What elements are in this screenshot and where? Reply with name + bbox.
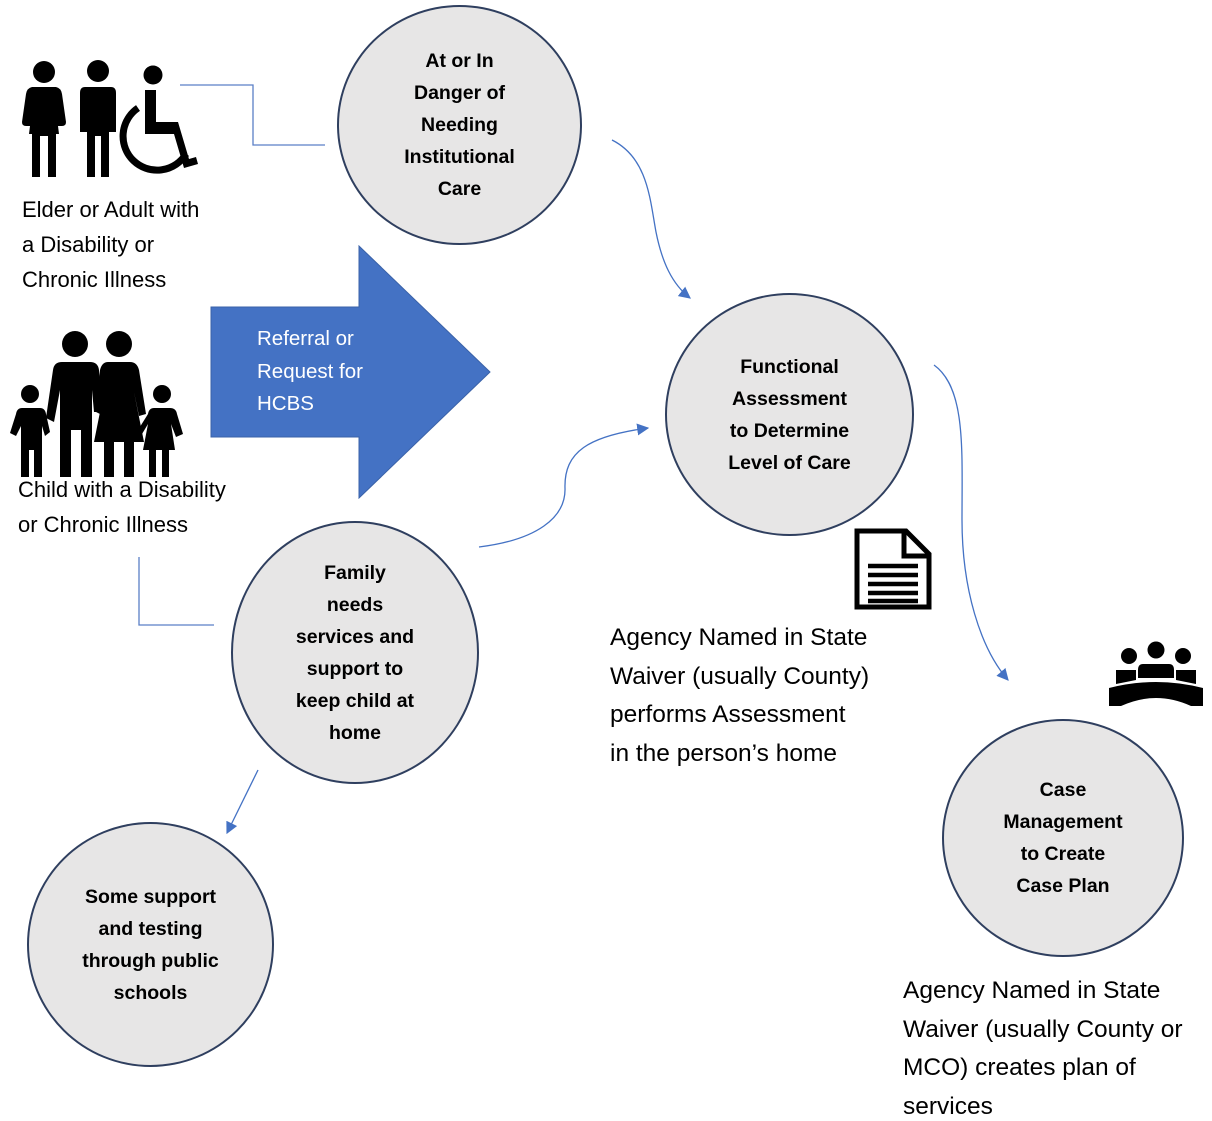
node-institutional-care-label: At or In Danger of Needing Institutional… bbox=[404, 50, 515, 200]
node-functional-assessment: Functional Assessment to Determine Level… bbox=[665, 293, 914, 536]
assessment-to-case-management-arrow bbox=[933, 364, 1009, 681]
node-functional-assessment-label: Functional Assessment to Determine Level… bbox=[728, 355, 851, 474]
adult-to-institutional-line bbox=[180, 84, 325, 146]
node-family-needs-label: Family needs services and support to kee… bbox=[295, 561, 415, 744]
node-public-schools: Some support and testing through public … bbox=[27, 822, 274, 1067]
child-caption: Child with a Disability or Chronic Illne… bbox=[18, 477, 226, 537]
family-to-assessment-arrow bbox=[478, 423, 650, 548]
family-with-children-icon bbox=[10, 331, 183, 477]
node-institutional-care: At or In Danger of Needing Institutional… bbox=[337, 5, 582, 245]
referral-arrow-label: Referral or Request for HCBS bbox=[257, 327, 363, 415]
institutional-to-assessment-arrow bbox=[611, 139, 691, 299]
assessment-agency-caption: Agency Named in State Waiver (usually Co… bbox=[610, 624, 870, 767]
document-icon bbox=[854, 528, 932, 610]
node-case-management: Case Management to Create Case Plan bbox=[942, 719, 1184, 957]
node-family-needs: Family needs services and support to kee… bbox=[231, 521, 479, 784]
meeting-group-icon bbox=[1109, 641, 1203, 706]
node-case-management-label: Case Management to Create Case Plan bbox=[1003, 779, 1123, 897]
adults-with-wheelchair-icon bbox=[22, 60, 198, 177]
case-agency-caption: Agency Named in State Waiver (usually Co… bbox=[903, 977, 1183, 1120]
family-to-schools-arrow bbox=[226, 769, 259, 835]
node-public-schools-label: Some support and testing through public … bbox=[82, 885, 219, 1004]
child-to-family-line bbox=[138, 557, 214, 626]
referral-arrow bbox=[210, 245, 491, 499]
adult-caption: Elder or Adult with a Disability or Chro… bbox=[22, 197, 200, 292]
